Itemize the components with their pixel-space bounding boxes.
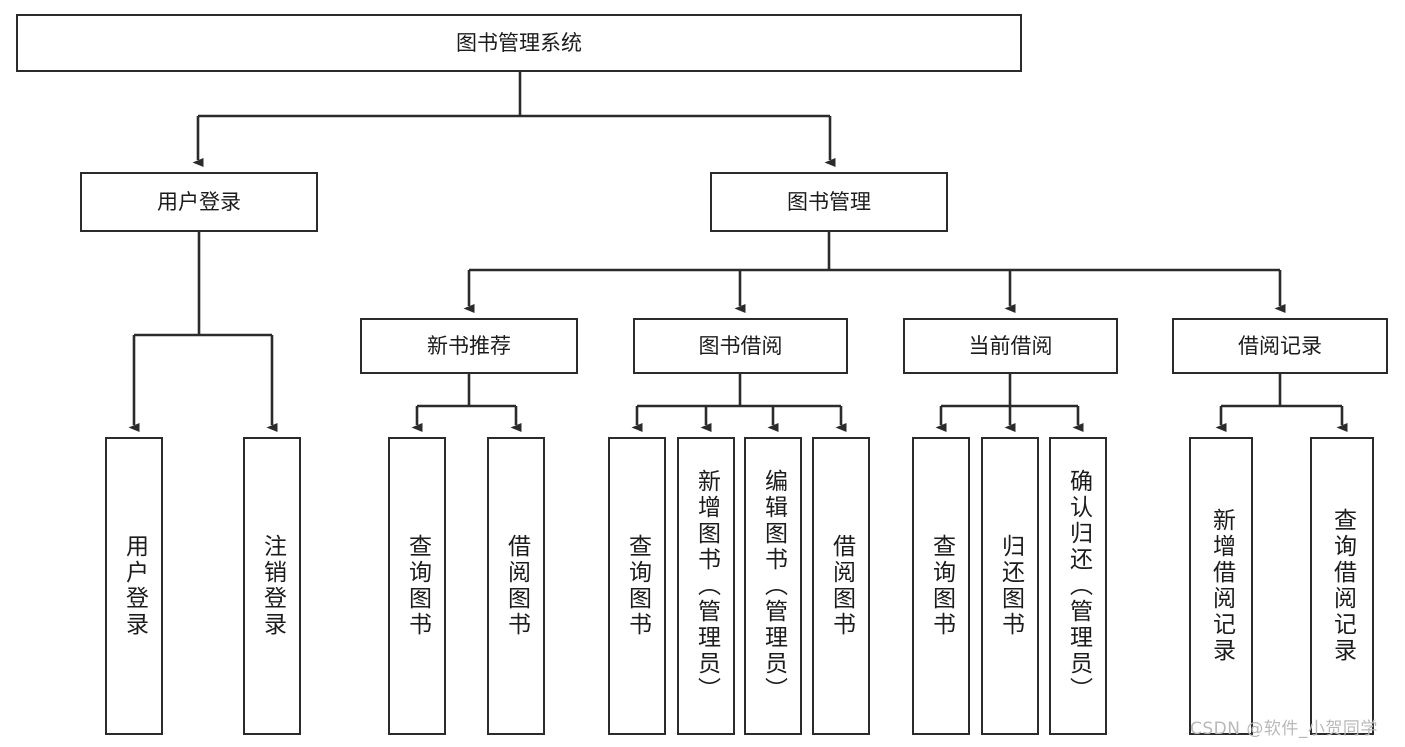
node-leaf-add-record-label: 新增借阅记录 <box>1208 508 1235 664</box>
node-user-login[interactable]: 用户登录 <box>80 172 318 232</box>
node-book-manage[interactable]: 图书管理 <box>710 172 948 232</box>
node-current-borrow[interactable]: 当前借阅 <box>903 318 1118 374</box>
node-leaf-edit-book[interactable]: 编辑图书（管理员） <box>744 437 802 735</box>
node-leaf-return-book-label: 归还图书 <box>997 534 1024 638</box>
node-leaf-query-book-2[interactable]: 查询图书 <box>608 437 666 735</box>
node-leaf-query-book-2-label: 查询图书 <box>624 534 651 638</box>
node-leaf-return-book[interactable]: 归还图书 <box>981 437 1039 735</box>
node-leaf-borrow-book-1-label: 借阅图书 <box>503 534 530 638</box>
node-leaf-logout[interactable]: 注销登录 <box>243 437 301 735</box>
node-leaf-edit-book-label: 编辑图书（管理员） <box>760 469 787 703</box>
node-leaf-confirm-return-label: 确认归还（管理员） <box>1065 469 1092 703</box>
node-new-book-rec[interactable]: 新书推荐 <box>360 318 578 374</box>
node-root[interactable]: 图书管理系统 <box>16 14 1022 72</box>
watermark: CSDN @软件_小贺同学 <box>1190 719 1378 739</box>
node-leaf-add-book[interactable]: 新增图书（管理员） <box>677 437 735 735</box>
node-leaf-query-book-1[interactable]: 查询图书 <box>388 437 446 735</box>
node-leaf-add-book-label: 新增图书（管理员） <box>693 469 720 703</box>
node-leaf-query-book-3-label: 查询图书 <box>928 534 955 638</box>
node-leaf-borrow-book-2[interactable]: 借阅图书 <box>812 437 870 735</box>
node-root-label: 图书管理系统 <box>456 30 582 55</box>
node-leaf-logout-label: 注销登录 <box>259 534 286 638</box>
node-current-borrow-label: 当前借阅 <box>968 333 1053 358</box>
node-user-login-label: 用户登录 <box>157 189 241 214</box>
node-leaf-user-login-label: 用户登录 <box>121 534 148 638</box>
node-leaf-borrow-book-1[interactable]: 借阅图书 <box>487 437 545 735</box>
node-borrow-record[interactable]: 借阅记录 <box>1172 318 1388 374</box>
node-leaf-user-login[interactable]: 用户登录 <box>105 437 163 735</box>
node-book-borrow-label: 图书借阅 <box>698 333 783 358</box>
node-book-borrow[interactable]: 图书借阅 <box>633 318 848 374</box>
node-leaf-query-book-1-label: 查询图书 <box>404 534 431 638</box>
node-leaf-add-record[interactable]: 新增借阅记录 <box>1189 437 1253 735</box>
node-borrow-record-label: 借阅记录 <box>1238 333 1322 358</box>
node-leaf-borrow-book-2-label: 借阅图书 <box>828 534 855 638</box>
node-leaf-confirm-return[interactable]: 确认归还（管理员） <box>1049 437 1107 735</box>
node-leaf-query-record[interactable]: 查询借阅记录 <box>1310 437 1374 735</box>
node-new-book-rec-label: 新书推荐 <box>427 333 511 358</box>
node-leaf-query-record-label: 查询借阅记录 <box>1329 508 1356 664</box>
node-book-manage-label: 图书管理 <box>787 189 871 214</box>
node-leaf-query-book-3[interactable]: 查询图书 <box>912 437 970 735</box>
